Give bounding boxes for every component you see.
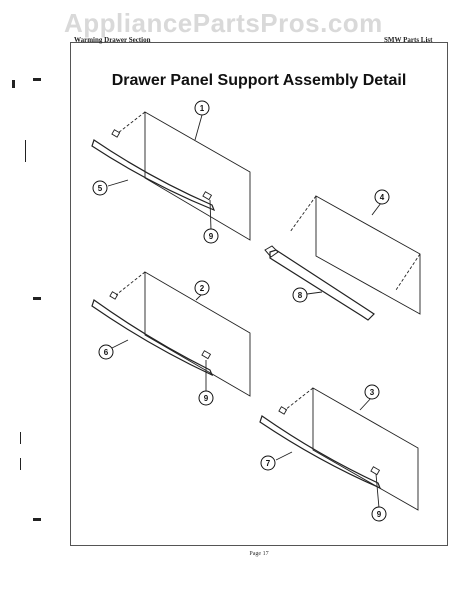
callout-4 bbox=[374, 189, 390, 205]
binder-mark bbox=[12, 80, 15, 88]
binder-mark bbox=[33, 297, 41, 300]
support-rod-8 bbox=[269, 249, 375, 321]
callout-2 bbox=[194, 280, 210, 296]
clip-upper bbox=[111, 129, 121, 138]
callout-label: 9 bbox=[377, 510, 382, 519]
callout-label: 4 bbox=[380, 193, 385, 202]
parts-list-header: SMW Parts List bbox=[384, 36, 433, 44]
callout-9 bbox=[198, 390, 214, 406]
watermark-text: AppliancePartsPros.com bbox=[64, 8, 383, 38]
callout-6 bbox=[98, 344, 114, 360]
callout-9 bbox=[371, 506, 387, 522]
panel-1 bbox=[144, 111, 251, 241]
panel-3 bbox=[312, 387, 419, 511]
clip-lower bbox=[202, 191, 213, 201]
callout-9 bbox=[203, 228, 219, 244]
support-bar-7 bbox=[259, 415, 382, 490]
panel-assembly-1 bbox=[91, 111, 251, 241]
callout-label: 6 bbox=[104, 348, 109, 357]
page-title: Drawer Panel Support Assembly Detail bbox=[111, 72, 407, 89]
panel-2 bbox=[144, 271, 251, 397]
callout-8 bbox=[292, 287, 308, 303]
callout-label: 5 bbox=[98, 184, 103, 193]
panel-assembly-2 bbox=[91, 271, 251, 397]
binder-mark bbox=[33, 518, 41, 521]
section-header: Warming Drawer Section bbox=[74, 36, 151, 44]
callout-label: 9 bbox=[204, 394, 209, 403]
panel-assembly-3 bbox=[259, 387, 419, 511]
panel-assembly-4 bbox=[264, 195, 421, 321]
callout-label: 1 bbox=[200, 104, 205, 113]
clip-lower bbox=[370, 466, 381, 476]
clip-upper bbox=[109, 291, 119, 300]
page-number: Page 17 bbox=[249, 551, 269, 557]
clip-lower bbox=[201, 350, 212, 360]
callout-5 bbox=[92, 180, 108, 196]
callout-label: 3 bbox=[370, 388, 375, 397]
callout-7 bbox=[260, 455, 276, 471]
binder-mark bbox=[20, 458, 21, 470]
support-bar-6 bbox=[91, 299, 214, 377]
callout-label: 9 bbox=[209, 232, 214, 241]
binder-mark bbox=[25, 140, 26, 162]
panel-4 bbox=[315, 195, 421, 315]
callout-label: 7 bbox=[266, 459, 271, 468]
callout-1 bbox=[194, 100, 210, 116]
support-bar-5 bbox=[91, 139, 216, 212]
binder-mark bbox=[20, 432, 21, 444]
callout-label: 8 bbox=[298, 291, 303, 300]
callout-3 bbox=[364, 384, 380, 400]
clip-upper bbox=[278, 406, 288, 415]
binder-mark bbox=[33, 78, 41, 81]
callout-label: 2 bbox=[200, 284, 205, 293]
